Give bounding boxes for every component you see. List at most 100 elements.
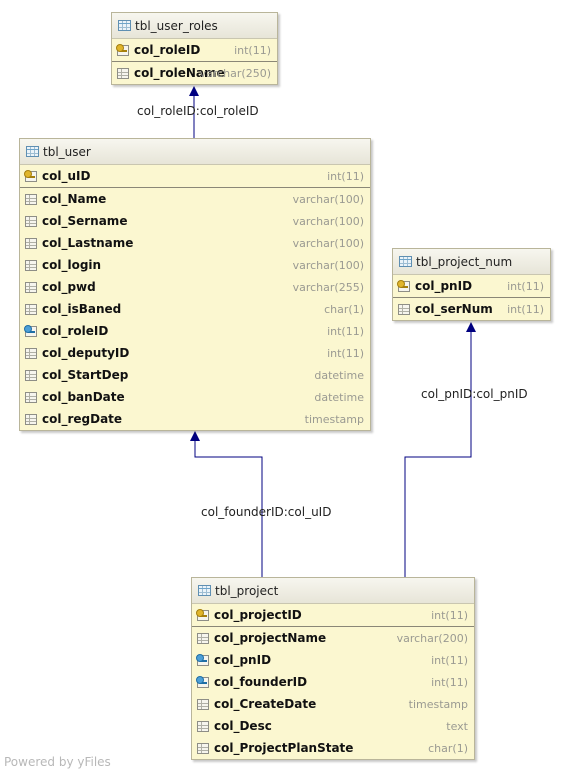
column-row[interactable]: col_Name varchar(100) [20, 188, 370, 210]
column-type: int(11) [327, 169, 364, 183]
primary-key-icon [116, 43, 129, 56]
foreign-key-icon [196, 653, 209, 666]
table-icon [399, 256, 412, 267]
column-type: text [446, 719, 468, 733]
column-name: col_CreateDate [214, 697, 317, 711]
column-icon [25, 347, 37, 359]
table-header[interactable]: tbl_user_roles [112, 13, 277, 39]
column-type: int(11) [431, 653, 468, 667]
table-header[interactable]: tbl_project_num [393, 249, 550, 275]
column-type: timestamp [408, 697, 468, 711]
column-row[interactable]: col_pnID int(11) [393, 275, 550, 297]
column-row[interactable]: col_banDate datetime [20, 386, 370, 408]
column-row[interactable]: col_Desc text [192, 715, 474, 737]
column-name: col_Desc [214, 719, 272, 733]
column-row[interactable]: col_StartDep datetime [20, 364, 370, 386]
arrowhead-roles [189, 86, 199, 96]
edge-roles [189, 86, 199, 138]
column-name: col_projectID [214, 608, 302, 622]
edge-project-num [404, 322, 476, 577]
foreign-key-icon [24, 324, 37, 337]
column-name: col_regDate [42, 412, 123, 426]
primary-key-section: col_pnID int(11) [393, 275, 550, 298]
primary-key-icon [196, 608, 209, 621]
column-type: varchar(250) [199, 66, 271, 80]
column-row[interactable]: col_CreateDate timestamp [192, 693, 474, 715]
column-type: datetime [314, 368, 364, 382]
watermark: Powered by yFiles [4, 755, 111, 769]
column-row[interactable]: col_pwd varchar(255) [20, 276, 370, 298]
column-type: int(11) [507, 302, 544, 316]
columns-section: col_serNum int(11) [393, 298, 550, 320]
column-name: col_founderID [214, 675, 308, 689]
table-name: tbl_project [215, 583, 279, 598]
column-type: varchar(100) [292, 214, 364, 228]
table-icon [198, 585, 211, 596]
foreign-key-icon [196, 675, 209, 688]
column-icon [197, 632, 209, 644]
column-row[interactable]: col_regDate timestamp [20, 408, 370, 430]
primary-key-icon [24, 169, 37, 182]
column-name: col_pnID [415, 279, 473, 293]
table-name: tbl_project_num [416, 254, 513, 269]
column-row[interactable]: col_serNum int(11) [393, 298, 550, 320]
column-row[interactable]: col_roleID int(11) [20, 320, 370, 342]
column-icon [25, 259, 37, 271]
column-icon [25, 369, 37, 381]
relation-label-roles: col_roleID:col_roleID [137, 104, 259, 118]
column-name: col_roleID [42, 324, 109, 338]
column-type: int(11) [234, 43, 271, 57]
column-type: timestamp [304, 412, 364, 426]
column-icon [197, 698, 209, 710]
column-type: char(1) [324, 302, 364, 316]
column-icon [197, 720, 209, 732]
table-header[interactable]: tbl_user [20, 139, 370, 165]
column-type: datetime [314, 390, 364, 404]
column-type: varchar(100) [292, 192, 364, 206]
column-icon [197, 742, 209, 754]
column-name: col_pwd [42, 280, 96, 294]
column-type: varchar(255) [292, 280, 364, 294]
table-icon [118, 20, 131, 31]
table-name: tbl_user_roles [135, 18, 218, 33]
column-name: col_banDate [42, 390, 125, 404]
column-icon [117, 67, 129, 79]
column-name: col_StartDep [42, 368, 129, 382]
relation-label-project-num: col_pnID:col_pnID [421, 387, 528, 401]
column-type: varchar(200) [396, 631, 468, 645]
table-project-num[interactable]: tbl_project_num col_pnID int(11) col_serN… [392, 248, 551, 321]
column-type: varchar(100) [292, 236, 364, 250]
column-icon [25, 281, 37, 293]
column-icon [25, 237, 37, 249]
column-name: col_Name [42, 192, 107, 206]
column-name: col_serNum [415, 302, 493, 316]
column-type: varchar(100) [292, 258, 364, 272]
edge-founder [190, 431, 263, 577]
column-type: int(11) [327, 324, 364, 338]
table-header[interactable]: tbl_project [192, 578, 474, 604]
column-type: int(11) [507, 279, 544, 293]
arrowhead-project-num [466, 322, 476, 332]
column-icon [25, 413, 37, 425]
